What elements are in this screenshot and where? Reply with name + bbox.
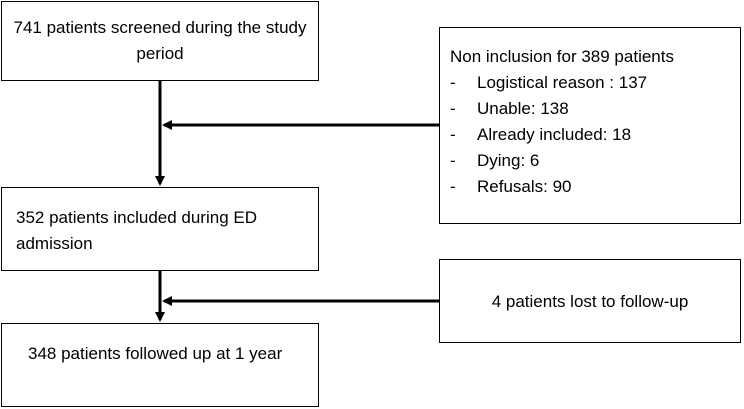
bullet-dash: - xyxy=(450,99,456,118)
screened-text: 741 patients screened during the study p… xyxy=(13,18,307,63)
non-inclusion-item: - Dying: 6 xyxy=(450,148,647,174)
followed-box: 348 patients followed up at 1 year xyxy=(1,323,319,407)
non-inclusion-title: Non inclusion for 389 patients xyxy=(450,47,674,66)
lost-to-follow-up-box: 4 patients lost to follow-up xyxy=(439,259,741,343)
included-box: 352 patients included during ED admissio… xyxy=(1,187,319,271)
non-inclusion-item: - Already included: 18 xyxy=(450,122,647,148)
included-text: 352 patients included during ED admissio… xyxy=(16,208,257,253)
non-inclusion-item-text: Logistical reason : 137 xyxy=(477,73,648,92)
non-inclusion-item-text: Unable: 138 xyxy=(477,99,569,118)
non-inclusion-item: - Refusals: 90 xyxy=(450,174,647,200)
bullet-dash: - xyxy=(450,151,456,170)
bullet-dash: - xyxy=(450,177,456,196)
non-inclusion-item-text: Dying: 6 xyxy=(477,151,540,170)
screened-box: 741 patients screened during the study p… xyxy=(1,1,319,81)
non-inclusion-list: - Logistical reason : 137 - Unable: 138 - A… xyxy=(450,70,647,200)
non-inclusion-item-text: Refusals: 90 xyxy=(477,177,572,196)
bullet-dash: - xyxy=(450,73,456,92)
non-inclusion-box: Non inclusion for 389 patients - Logistic… xyxy=(439,27,741,224)
lost-to-follow-up-text: 4 patients lost to follow-up xyxy=(491,292,689,311)
followed-text: 348 patients followed up at 1 year xyxy=(28,344,283,363)
non-inclusion-item: - Logistical reason : 137 xyxy=(450,70,647,96)
non-inclusion-item-text: Already included: 18 xyxy=(477,125,632,144)
non-inclusion-item: - Unable: 138 xyxy=(450,96,647,122)
bullet-dash: - xyxy=(450,125,456,144)
